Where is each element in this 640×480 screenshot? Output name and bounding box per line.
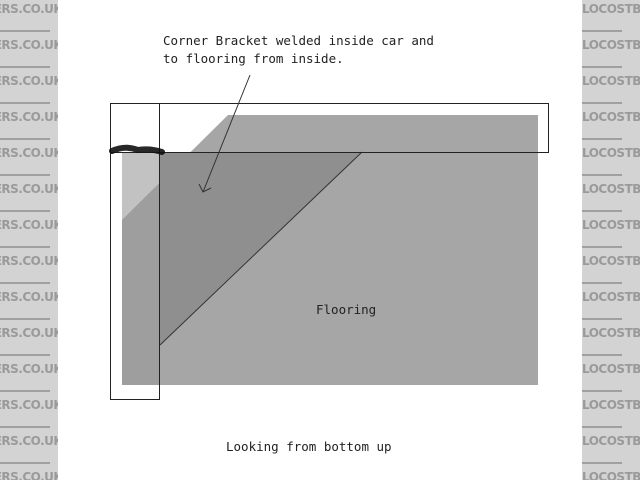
watermark-text: LOCOSTBUILDERS.CO.UK LOCOSTBUILDERS.CO.U… bbox=[582, 74, 640, 88]
watermark-text: LOCOSTBUILDERS.CO.UK LOCOSTBUILDERS.CO.U… bbox=[582, 326, 640, 340]
watermark-swoosh bbox=[0, 210, 50, 212]
watermark-swoosh bbox=[0, 426, 50, 428]
watermark-swoosh bbox=[0, 174, 50, 176]
sill-side-outline bbox=[110, 103, 160, 400]
watermark-swoosh bbox=[582, 318, 622, 320]
flooring-label: Flooring bbox=[316, 302, 377, 317]
watermark-background-right: LOCOSTBUILDERS.CO.UK LOCOSTBUILDERS.CO.U… bbox=[582, 0, 640, 480]
watermark-text: LOCOSTBUILDERS.CO.UK LOCOSTBUILDERS.CO.U… bbox=[582, 218, 640, 232]
watermark-text: LOCOSTBUILDERS.CO.UK LOCOSTBUILDERS.CO.U… bbox=[582, 434, 640, 448]
watermark-text: LOCOSTBUILDERS.CO.UK LOCOSTBUILDERS.CO.U… bbox=[0, 434, 58, 448]
watermark-text: LOCOSTBUILDERS.CO.UK LOCOSTBUILDERS.CO.U… bbox=[582, 146, 640, 160]
watermark-background-left: LOCOSTBUILDERS.CO.UK LOCOSTBUILDERS.CO.U… bbox=[0, 0, 58, 480]
watermark-swoosh bbox=[0, 390, 50, 392]
watermark-swoosh bbox=[582, 102, 622, 104]
watermark-swoosh bbox=[0, 246, 50, 248]
watermark-swoosh bbox=[582, 354, 622, 356]
watermark-text: LOCOSTBUILDERS.CO.UK LOCOSTBUILDERS.CO.U… bbox=[0, 398, 58, 412]
watermark-swoosh bbox=[0, 138, 50, 140]
watermark-swoosh bbox=[0, 282, 50, 284]
watermark-swoosh bbox=[0, 66, 50, 68]
watermark-text: LOCOSTBUILDERS.CO.UK LOCOSTBUILDERS.CO.U… bbox=[582, 110, 640, 124]
watermark-text: LOCOSTBUILDERS.CO.UK LOCOSTBUILDERS.CO.U… bbox=[0, 218, 58, 232]
watermark-swoosh bbox=[582, 390, 622, 392]
watermark-swoosh bbox=[582, 138, 622, 140]
watermark-swoosh bbox=[582, 426, 622, 428]
sill-overlap bbox=[122, 152, 160, 385]
caption: Looking from bottom up bbox=[226, 439, 392, 454]
watermark-text: LOCOSTBUILDERS.CO.UK LOCOSTBUILDERS.CO.U… bbox=[0, 2, 58, 16]
watermark-text: LOCOSTBUILDERS.CO.UK LOCOSTBUILDERS.CO.U… bbox=[0, 326, 58, 340]
watermark-swoosh bbox=[582, 174, 622, 176]
watermark-swoosh bbox=[582, 210, 622, 212]
watermark-swoosh bbox=[0, 354, 50, 356]
watermark-text: LOCOSTBUILDERS.CO.UK LOCOSTBUILDERS.CO.U… bbox=[0, 110, 58, 124]
watermark-text: LOCOSTBUILDERS.CO.UK LOCOSTBUILDERS.CO.U… bbox=[582, 254, 640, 268]
annotation-line-1: Corner Bracket welded inside car and bbox=[163, 33, 434, 48]
watermark-swoosh bbox=[0, 318, 50, 320]
watermark-text: LOCOSTBUILDERS.CO.UK LOCOSTBUILDERS.CO.U… bbox=[582, 398, 640, 412]
arrow-shaft bbox=[202, 74, 251, 193]
watermark-text: LOCOSTBUILDERS.CO.UK LOCOSTBUILDERS.CO.U… bbox=[582, 38, 640, 52]
watermark-swoosh bbox=[582, 30, 622, 32]
annotation-line-2: to flooring from inside. bbox=[163, 51, 344, 66]
watermark-text: LOCOSTBUILDERS.CO.UK LOCOSTBUILDERS.CO.U… bbox=[582, 290, 640, 304]
watermark-swoosh bbox=[0, 30, 50, 32]
watermark-swoosh bbox=[582, 462, 622, 464]
bracket-diagonal-edge bbox=[159, 151, 363, 346]
watermark-swoosh bbox=[0, 462, 50, 464]
watermark-swoosh bbox=[582, 246, 622, 248]
watermark-text: LOCOSTBUILDERS.CO.UK LOCOSTBUILDERS.CO.U… bbox=[582, 182, 640, 196]
watermark-text: LOCOSTBUILDERS.CO.UK LOCOSTBUILDERS.CO.U… bbox=[0, 362, 58, 376]
watermark-text: LOCOSTBUILDERS.CO.UK LOCOSTBUILDERS.CO.U… bbox=[0, 146, 58, 160]
weld-smudge bbox=[109, 144, 165, 155]
watermark-text: LOCOSTBUILDERS.CO.UK LOCOSTBUILDERS.CO.U… bbox=[0, 470, 58, 480]
watermark-swoosh bbox=[582, 66, 622, 68]
watermark-text: LOCOSTBUILDERS.CO.UK LOCOSTBUILDERS.CO.U… bbox=[0, 74, 58, 88]
watermark-swoosh bbox=[0, 102, 50, 104]
arrow-head-icon bbox=[198, 183, 212, 193]
watermark-text: LOCOSTBUILDERS.CO.UK LOCOSTBUILDERS.CO.U… bbox=[582, 470, 640, 480]
watermark-text: LOCOSTBUILDERS.CO.UK LOCOSTBUILDERS.CO.U… bbox=[0, 290, 58, 304]
watermark-text: LOCOSTBUILDERS.CO.UK LOCOSTBUILDERS.CO.U… bbox=[0, 38, 58, 52]
watermark-text: LOCOSTBUILDERS.CO.UK LOCOSTBUILDERS.CO.U… bbox=[0, 254, 58, 268]
watermark-text: LOCOSTBUILDERS.CO.UK LOCOSTBUILDERS.CO.U… bbox=[582, 2, 640, 16]
watermark-swoosh bbox=[582, 282, 622, 284]
watermark-text: LOCOSTBUILDERS.CO.UK LOCOSTBUILDERS.CO.U… bbox=[0, 182, 58, 196]
watermark-text: LOCOSTBUILDERS.CO.UK LOCOSTBUILDERS.CO.U… bbox=[582, 362, 640, 376]
